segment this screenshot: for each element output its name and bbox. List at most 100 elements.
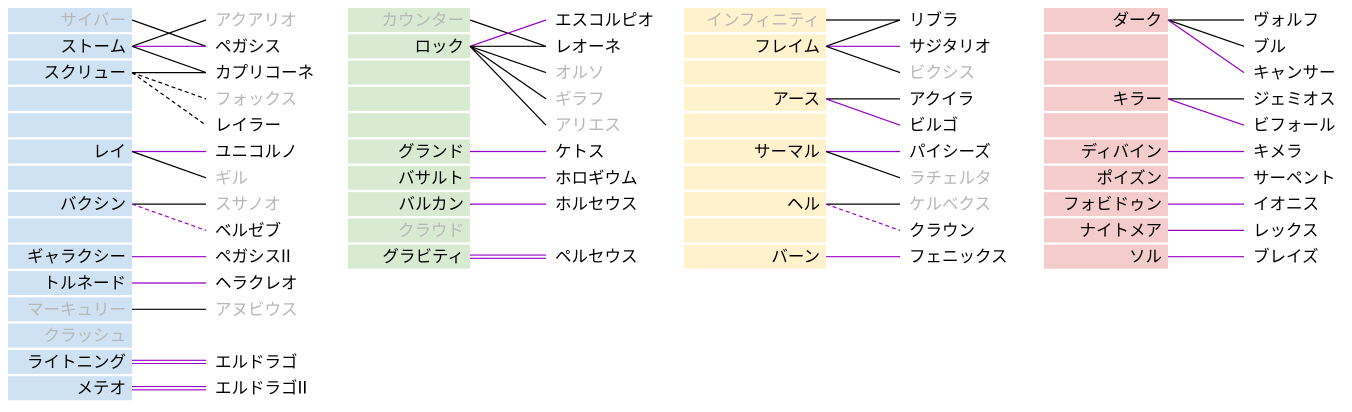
- right-label: ベルゼブ: [215, 220, 281, 240]
- connector-line: [825, 45, 901, 74]
- right-label: レイラー: [215, 116, 281, 135]
- left-label: バーン: [771, 247, 820, 266]
- left-box: [348, 139, 470, 164]
- right-label: アヌビウス: [215, 300, 298, 319]
- connector-line: [132, 386, 206, 391]
- left-label: サイバー: [60, 11, 126, 30]
- right-label: ラチェルタ: [909, 168, 992, 187]
- left-box: [348, 86, 470, 111]
- right-label: ペガシス: [215, 37, 281, 56]
- left-label: カウンター: [382, 11, 465, 30]
- right-label: アリエス: [555, 116, 621, 135]
- group-red: ダークキラーディバインポイズンフォビドゥンナイトメアソルヴォルフブルキャンサージ…: [1044, 8, 1336, 269]
- right-label: スサノオ: [215, 195, 281, 214]
- group-green: カウンターロックグランドバサルトバルカンクラウドグラビティエスコルピオレオーネオ…: [348, 8, 654, 269]
- left-box: [348, 8, 470, 32]
- left-box: [8, 139, 132, 164]
- group-blue: サイバーストームスクリューレイバクシンギャラクシートルネードマーキュリークラッシ…: [8, 8, 314, 401]
- left-box: [8, 192, 132, 217]
- connector-line: [470, 254, 546, 259]
- left-box: [348, 165, 470, 190]
- connector-line: [825, 98, 901, 126]
- right-label: クラウン: [909, 221, 975, 240]
- connector-line: [469, 45, 547, 126]
- left-box: [8, 271, 132, 295]
- right-label: パイシーズ: [909, 142, 991, 161]
- connector-line: [469, 19, 547, 47]
- right-label: サジタリオ: [909, 37, 991, 56]
- left-box: [348, 113, 470, 138]
- left-label: ダーク: [1113, 11, 1163, 30]
- right-label: レオーネ: [555, 37, 621, 56]
- connector-line: [131, 45, 207, 74]
- left-label: グラビティ: [382, 247, 464, 266]
- left-box: [684, 60, 826, 85]
- left-box: [8, 60, 132, 85]
- left-label: メテオ: [77, 379, 127, 398]
- left-label: クラッシュ: [44, 326, 127, 345]
- left-label: ナイトメア: [1080, 221, 1163, 240]
- left-label: バルカン: [398, 195, 464, 214]
- right-label: サーペント: [1253, 168, 1336, 187]
- group-yellow: インフィニティフレイムアースサーマルヘルバーンリブラサジタリオビクシスアクイラビ…: [684, 8, 1008, 269]
- right-label: ブレイズ: [1253, 246, 1319, 266]
- connector-line: [131, 150, 207, 179]
- connector-line: [131, 19, 207, 47]
- left-label: バサルト: [398, 168, 464, 187]
- left-box: [1044, 34, 1168, 59]
- left-box: [8, 376, 132, 401]
- connector-line: [131, 72, 207, 100]
- left-box: [348, 244, 470, 269]
- left-box: [348, 60, 470, 85]
- connector-line: [1167, 19, 1245, 74]
- connector-line: [1167, 98, 1245, 126]
- left-label: ロック: [415, 37, 465, 56]
- left-label: フレイム: [754, 37, 820, 56]
- left-label: サーマル: [754, 142, 820, 161]
- left-box: [1044, 139, 1168, 164]
- connector-line: [825, 203, 901, 231]
- left-label: アース: [772, 89, 820, 108]
- connector-line: [131, 72, 207, 126]
- left-box: [684, 34, 826, 59]
- right-label: ユニコルノ: [215, 142, 298, 161]
- left-label: ライトニング: [27, 352, 126, 371]
- left-label: ヘル: [787, 195, 820, 214]
- left-box: [8, 218, 132, 243]
- right-label: ジェミオス: [1253, 89, 1336, 108]
- connector-line: [469, 45, 547, 100]
- left-box: [8, 34, 132, 59]
- left-label: スクリュー: [44, 63, 127, 82]
- left-box: [684, 192, 826, 217]
- left-box: [8, 297, 132, 322]
- connector-line: [469, 45, 547, 74]
- left-box: [1044, 60, 1168, 85]
- right-label: ギル: [215, 168, 248, 187]
- left-label: ギャラクシー: [27, 247, 126, 266]
- left-box: [684, 218, 826, 243]
- left-box: [684, 165, 826, 190]
- left-box: [348, 218, 470, 243]
- right-label: フォックス: [215, 89, 297, 108]
- right-label: ホルセウス: [555, 195, 638, 214]
- right-label: ペルセウス: [555, 247, 638, 266]
- connector-line: [825, 150, 901, 179]
- right-label: ブル: [1253, 36, 1286, 56]
- right-label: リブラ: [909, 10, 959, 30]
- right-label: キメラ: [1253, 142, 1303, 161]
- right-label: ペガシスII: [215, 247, 291, 266]
- connector-line: [131, 203, 207, 231]
- right-label: アクイラ: [909, 89, 974, 108]
- left-box: [8, 8, 132, 32]
- right-label: ホロギウム: [555, 168, 638, 187]
- right-label: オルソ: [555, 63, 605, 82]
- left-box: [1044, 218, 1168, 243]
- left-box: [8, 165, 132, 190]
- left-box: [1044, 8, 1168, 32]
- left-box: [8, 323, 132, 348]
- left-box: [684, 86, 826, 111]
- left-label: キラー: [1113, 89, 1163, 108]
- left-box: [8, 86, 132, 111]
- left-label: ポイズン: [1096, 168, 1162, 187]
